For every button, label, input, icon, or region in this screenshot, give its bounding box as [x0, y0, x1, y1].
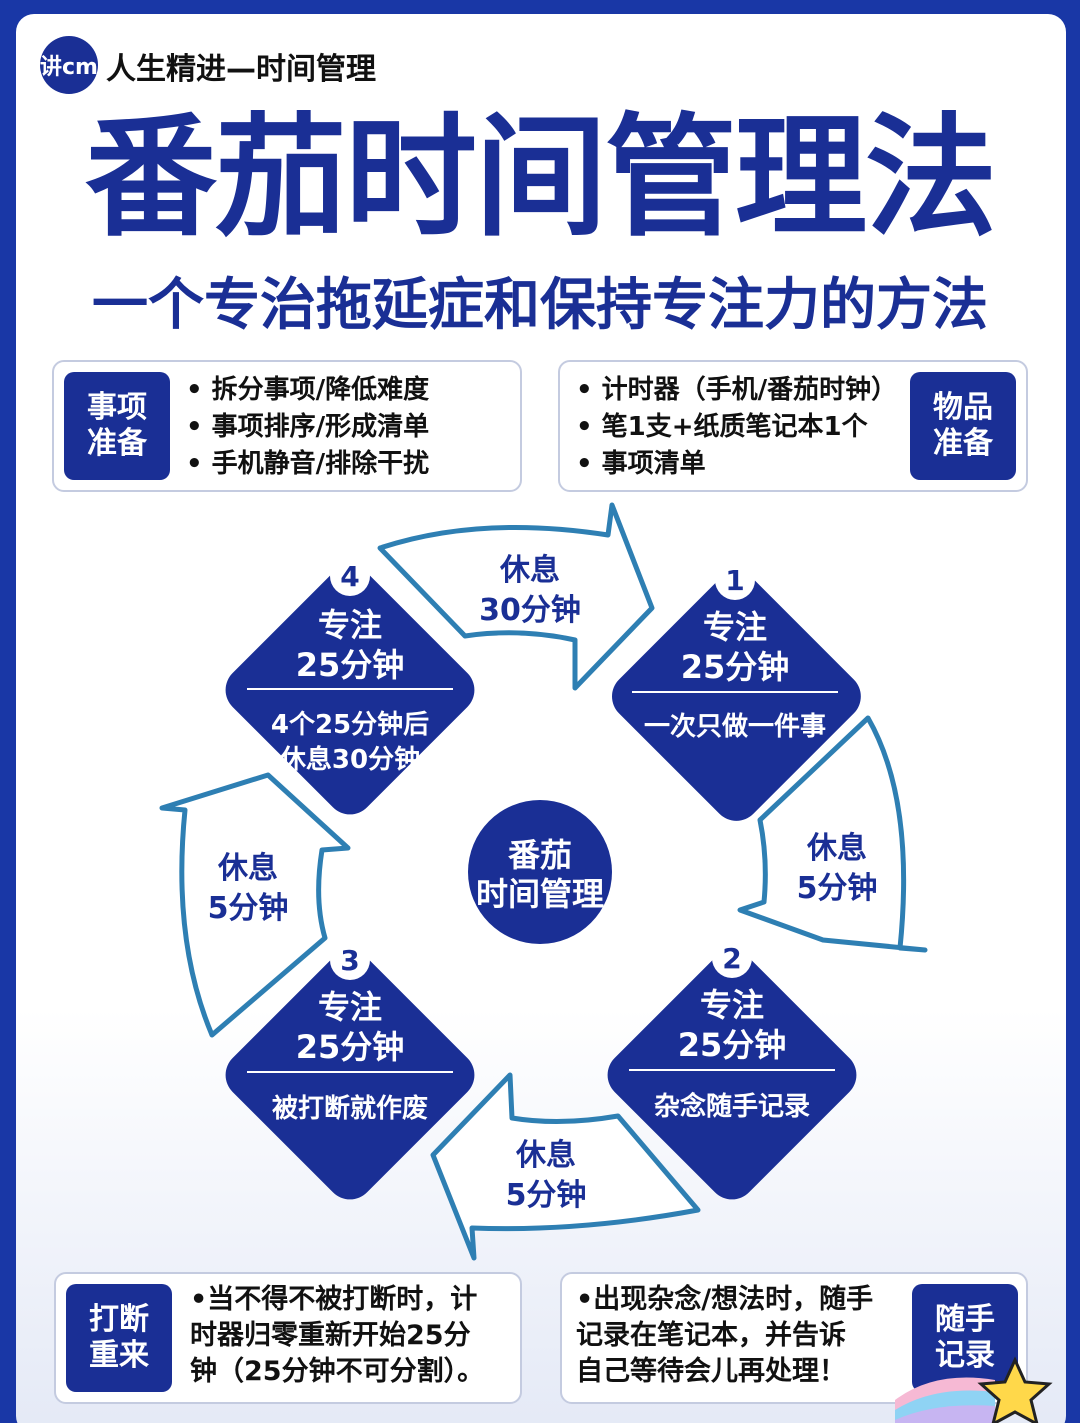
record-text-line: •出现杂念/想法时，随手 — [576, 1284, 874, 1315]
restart-tag: 打断 重来 — [66, 1284, 172, 1392]
record-text-line: 记录在笔记本，并告诉 — [576, 1320, 846, 1351]
restart-tag-line2: 重来 — [89, 1338, 149, 1373]
record-text: •出现杂念/想法时，随手 记录在笔记本，并告诉 自己等待会儿再处理！ — [576, 1282, 873, 1390]
record-tag-line2: 记录 — [935, 1338, 995, 1373]
prep-items-tag: 事项 准备 — [64, 372, 170, 480]
prep-items-tag-line2: 准备 — [87, 426, 147, 461]
restart-text-line: 钟（25分钟不可分割）。 — [190, 1356, 485, 1387]
restart-text-line: •当不得不被打断时，计 — [190, 1284, 478, 1315]
page-title: 番茄时间管理法 — [85, 101, 997, 255]
list-item: 拆分事项/降低难度 — [186, 372, 430, 409]
prep-items-tag-line1: 事项 — [87, 390, 147, 425]
prep-goods-list: 计时器（手机/番茄时钟） 笔1支+纸质笔记本1个 事项清单 — [576, 372, 898, 483]
list-item: 笔1支+纸质笔记本1个 — [576, 409, 897, 446]
prep-items-list: 拆分事项/降低难度 事项排序/形成清单 手机静音/排除干扰 — [186, 372, 430, 483]
brand-logo: 讲cm — [40, 36, 98, 94]
list-item: 计时器（手机/番茄时钟） — [576, 372, 898, 409]
list-item: 事项排序/形成清单 — [186, 409, 430, 446]
restart-text: •当不得不被打断时，计 时器归零重新开始25分 钟（25分钟不可分割）。 — [190, 1282, 484, 1390]
prep-goods-tag: 物品 准备 — [910, 372, 1016, 480]
rainbow-star-sticker-icon — [895, 1356, 1053, 1423]
record-tag: 随手 记录 — [912, 1284, 1018, 1392]
restart-tag-line1: 打断 — [89, 1302, 149, 1337]
record-text-line: 自己等待会儿再处理！ — [576, 1356, 846, 1387]
record-tag-line1: 随手 — [935, 1302, 995, 1337]
list-item: 手机静音/排除干扰 — [186, 446, 430, 483]
prep-goods-tag-line2: 准备 — [933, 426, 993, 461]
brand-name: 人生精进—时间管理 — [106, 52, 376, 87]
list-item: 事项清单 — [576, 446, 897, 483]
page-subtitle: 一个专治拖延症和保持专注力的方法 — [92, 273, 988, 338]
restart-text-line: 时器归零重新开始25分 — [190, 1320, 471, 1351]
prep-goods-tag-line1: 物品 — [933, 390, 993, 425]
